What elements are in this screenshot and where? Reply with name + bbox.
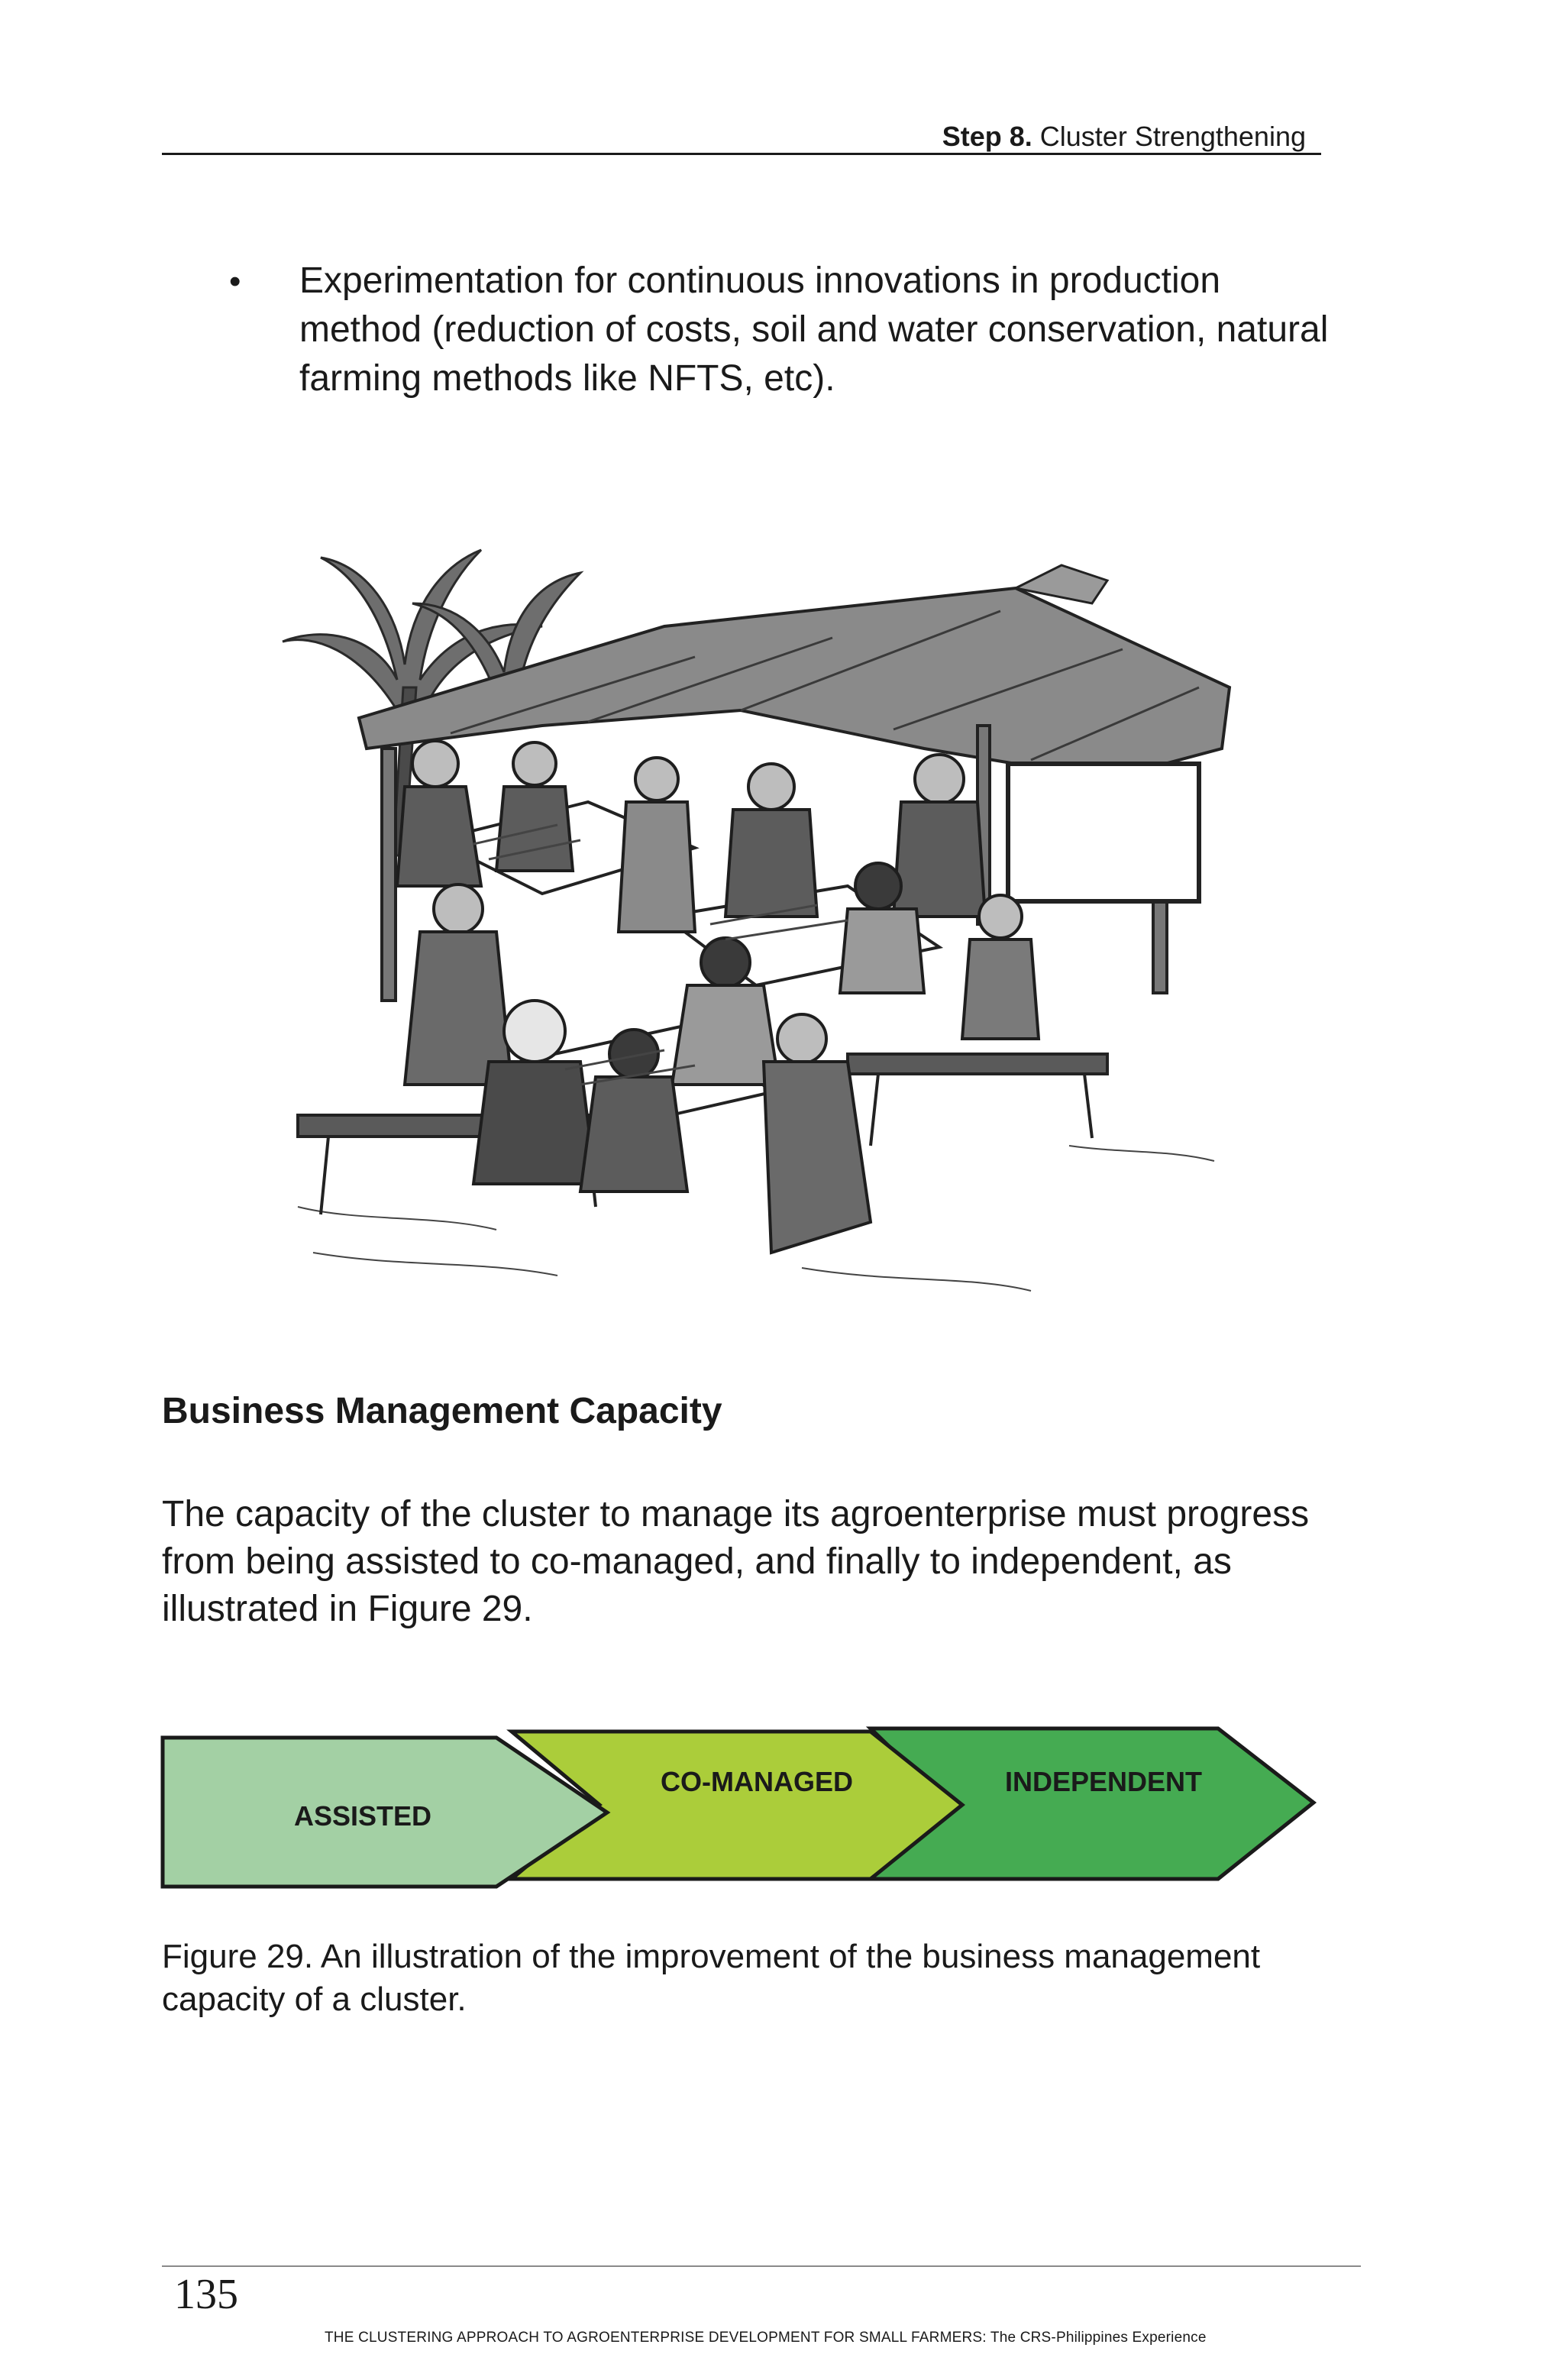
footer-divider xyxy=(162,2265,1361,2267)
header-step-label: Step 8. xyxy=(942,121,1032,152)
stage-co-managed-arrow xyxy=(506,1729,965,1881)
farmers-meeting-illustration xyxy=(282,548,1232,1292)
header-section-label: Cluster Strengthening xyxy=(1039,121,1306,152)
stage-assisted-arrow xyxy=(160,1735,611,1889)
stage-co-managed-label: CO-MANAGED xyxy=(661,1766,853,1797)
body-paragraph: The capacity of the cluster to manage it… xyxy=(162,1494,1310,1629)
people xyxy=(395,739,1041,1255)
figure-caption: Figure 29. An illustration of the improv… xyxy=(162,1938,1261,2018)
bullet-marker: • xyxy=(229,263,241,300)
capacity-progress-flow: ASSISTED CO-MANAGED INDEPENDENT xyxy=(160,1726,1317,1889)
page-number: 135 xyxy=(174,2271,238,2318)
running-header: Step 8. Cluster Strengthening xyxy=(162,115,1321,155)
section-heading: Business Management Capacity xyxy=(162,1391,722,1431)
header-text: Step 8. Cluster Strengthening xyxy=(942,121,1306,153)
stage-independent-label: INDEPENDENT xyxy=(1005,1766,1202,1797)
whiteboard xyxy=(1006,762,1201,904)
shelter-roof xyxy=(357,586,1232,781)
footer-book-title: THE CLUSTERING APPROACH TO AGROENTERPRIS… xyxy=(325,2330,1207,2346)
stage-assisted-label: ASSISTED xyxy=(294,1800,431,1832)
bullet-text: Experimentation for continuous innovatio… xyxy=(299,260,1329,399)
